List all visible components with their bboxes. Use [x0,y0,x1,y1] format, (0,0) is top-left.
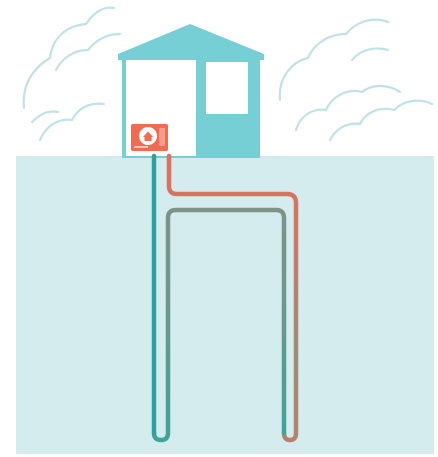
cloud-left-lower [38,102,106,142]
cloud-left [22,6,122,124]
house-roof [118,24,264,60]
house-window-small [206,62,248,114]
heat-pump-icon-house [143,131,153,141]
heat-pump-unit [131,124,168,151]
heat-pump-base [134,146,148,148]
cloud-right-lower [328,99,434,142]
pipe-flow-out [166,153,299,443]
ground [16,156,434,454]
ground-loop [151,153,299,443]
pipe-return-loop [151,207,287,443]
clouds [22,6,434,142]
house-in-circle-icon [139,127,157,145]
cloud-right [278,18,402,132]
heat-pump-panel [159,128,165,146]
